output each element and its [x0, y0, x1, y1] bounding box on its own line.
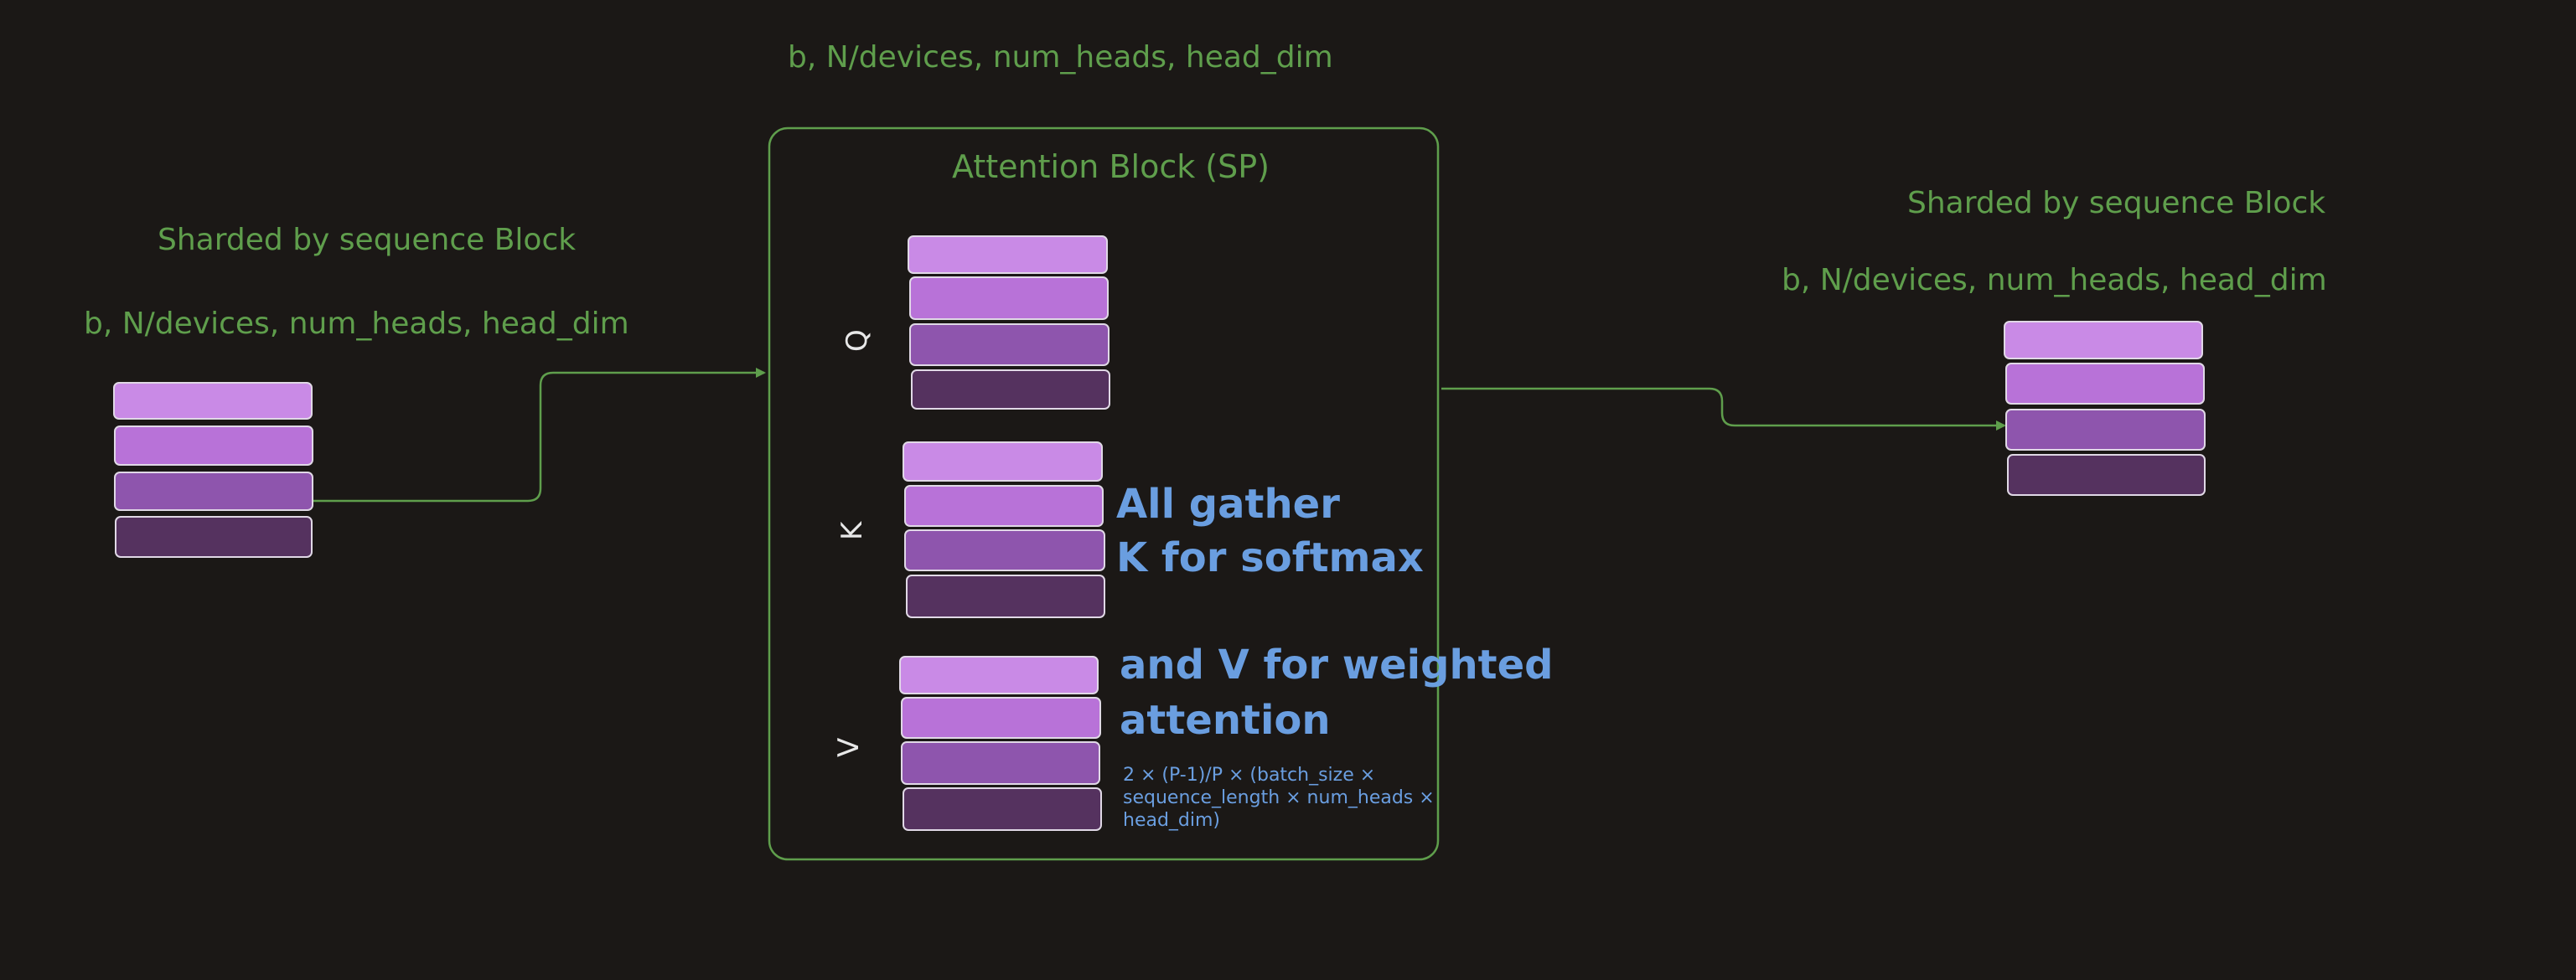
- left-to-attention-arrow: [313, 368, 766, 503]
- allgather-annotation-line1: All gather: [1116, 481, 1340, 528]
- right-tensor-stack: [2004, 321, 2206, 496]
- weighted-annotation-line2: attention: [1120, 697, 1331, 744]
- v-shard-2: [901, 697, 1101, 739]
- attention-to-right-arrow: [1441, 387, 2006, 431]
- left-block-shape: b, N/devices, num_heads, head_dim: [84, 307, 629, 341]
- left-stack-shard-3: [114, 472, 313, 511]
- left-stack-shard-2: [114, 426, 313, 466]
- left-stack-shard-1: [113, 382, 313, 420]
- v-shard-1: [899, 656, 1099, 694]
- v-shard-3: [901, 741, 1100, 785]
- left-tensor-stack: [113, 382, 313, 558]
- formula-line2: sequence_length × num_heads ×: [1123, 787, 1435, 808]
- attention-block-title: Attention Block (SP): [952, 148, 1270, 185]
- formula-line3: head_dim): [1123, 810, 1220, 831]
- left-stack-shard-4: [115, 516, 313, 558]
- k-shard-2: [904, 485, 1104, 527]
- weighted-annotation-line1: and V for weighted: [1120, 642, 1553, 689]
- q-tensor-stack: [908, 235, 1110, 410]
- attention-block-container: [768, 126, 1440, 861]
- q-label: Q: [841, 329, 874, 352]
- right-block-shape: b, N/devices, num_heads, head_dim: [1782, 263, 2327, 297]
- v-tensor-stack: [899, 656, 1102, 831]
- q-shard-3: [909, 323, 1110, 366]
- k-tensor-stack: [903, 441, 1105, 618]
- right-stack-shard-1: [2004, 321, 2203, 359]
- k-shard-3: [904, 529, 1105, 571]
- right-block-title: Sharded by sequence Block: [1907, 186, 2325, 220]
- q-shard-1: [908, 235, 1108, 274]
- left-block-title: Sharded by sequence Block: [158, 223, 576, 257]
- q-shard-2: [909, 276, 1109, 320]
- right-stack-shard-3: [2005, 409, 2206, 451]
- v-label: V: [832, 738, 866, 757]
- top-shape-label: b, N/devices, num_heads, head_dim: [788, 40, 1333, 75]
- k-shard-1: [903, 441, 1103, 482]
- allgather-annotation-line2: K for softmax: [1116, 534, 1424, 581]
- q-shard-4: [911, 369, 1110, 410]
- k-shard-4: [906, 575, 1105, 618]
- formula-line1: 2 × (P-1)/P × (batch_size ×: [1123, 765, 1375, 786]
- right-stack-shard-2: [2005, 363, 2205, 405]
- v-shard-4: [903, 787, 1102, 831]
- right-stack-shard-4: [2007, 454, 2206, 496]
- k-label: K: [835, 520, 869, 540]
